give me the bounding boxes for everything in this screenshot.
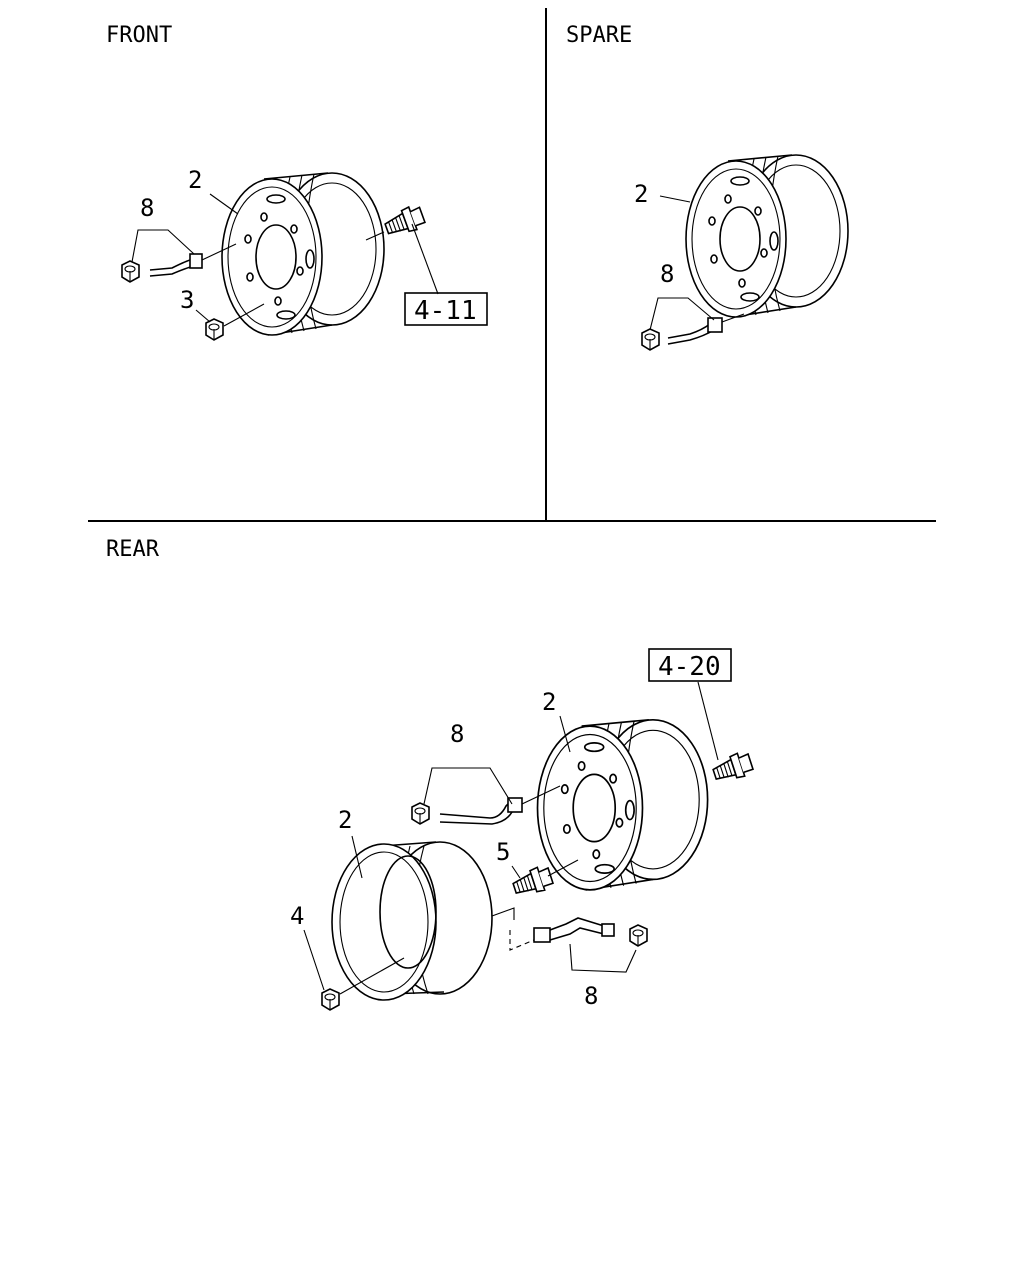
front-valve-assembly[interactable] [121, 243, 237, 283]
rear-outer-wheel[interactable] [536, 718, 709, 891]
front-wheel-nut[interactable] [205, 318, 224, 341]
rear-ref-label: 4-20 [658, 652, 721, 682]
front-hub-bolt[interactable] [381, 202, 428, 240]
rear-upper-valve-callout: 8 [450, 720, 464, 748]
rear-wheel-stud[interactable] [509, 863, 556, 900]
rear-ref-box[interactable]: 4-20 [648, 648, 732, 682]
front-nut-callout: 3 [180, 286, 194, 314]
rear-section-title: REAR [106, 537, 160, 562]
rear-outer-wheel-callout: 2 [542, 688, 556, 716]
front-section-title: FRONT [106, 23, 172, 48]
front-ref-box[interactable]: 4-11 [404, 292, 488, 326]
spare-valve-callout: 8 [660, 260, 674, 288]
rear-wheel-nut[interactable] [321, 988, 340, 1011]
front-wheel-callout: 2 [188, 166, 202, 194]
spare-wheel-callout: 2 [634, 180, 648, 208]
rear-lower-valve-assembly[interactable] [533, 917, 648, 947]
spare-section-title: SPARE [566, 23, 632, 48]
front-ref-label: 4-11 [414, 296, 477, 326]
rear-stud-callout: 5 [496, 838, 510, 866]
rear-lower-valve-callout: 8 [584, 982, 598, 1010]
rear-upper-valve-assembly[interactable] [411, 785, 561, 825]
front-valve-callout: 8 [140, 194, 154, 222]
rear-nut-callout: 4 [290, 902, 304, 930]
front-wheel[interactable] [221, 172, 385, 336]
spare-valve-assembly[interactable] [641, 313, 745, 351]
spare-wheel[interactable] [685, 154, 849, 318]
rear-inner-wheel-callout: 2 [338, 806, 352, 834]
rear-inner-wheel[interactable] [331, 841, 493, 1001]
